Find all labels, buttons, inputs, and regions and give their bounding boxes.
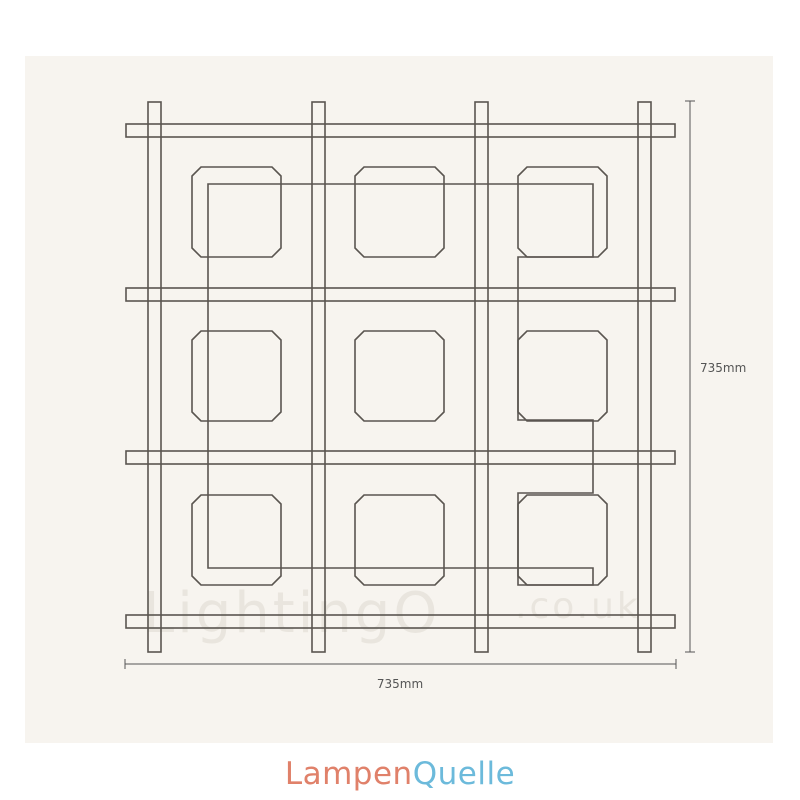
brand-name-part1: Lampen [284, 756, 413, 792]
watermark-suffix: .co.uk [515, 586, 641, 627]
light-panel [517, 330, 608, 422]
light-panel [191, 166, 282, 258]
horizontal-bar [125, 614, 676, 629]
vertical-bar [637, 101, 652, 653]
vertical-bar [474, 101, 489, 653]
vertical-bar [147, 101, 162, 653]
light-panel [191, 330, 282, 422]
brand-logo: LampenQuelle [0, 756, 800, 792]
light-panel [354, 330, 445, 422]
horizontal-bar [125, 450, 676, 465]
light-panel [354, 494, 445, 586]
light-panel [517, 494, 608, 586]
light-panel [517, 166, 608, 258]
horizontal-bar [125, 123, 676, 138]
horizontal-bar [125, 287, 676, 302]
light-panel [354, 166, 445, 258]
light-panel [191, 494, 282, 586]
watermark-main: LightingO [143, 581, 440, 646]
dimension-lines [124, 100, 695, 669]
width-dimension-label: 735mm [377, 677, 423, 691]
inner-frame [207, 183, 594, 586]
vertical-bar [311, 101, 326, 653]
lamp-outline [125, 101, 676, 653]
height-dimension-label: 735mm [700, 361, 746, 375]
brand-name-part2: Quelle [412, 756, 516, 792]
light-panels [191, 166, 608, 586]
watermark: LightingO .co.uk [143, 581, 641, 646]
